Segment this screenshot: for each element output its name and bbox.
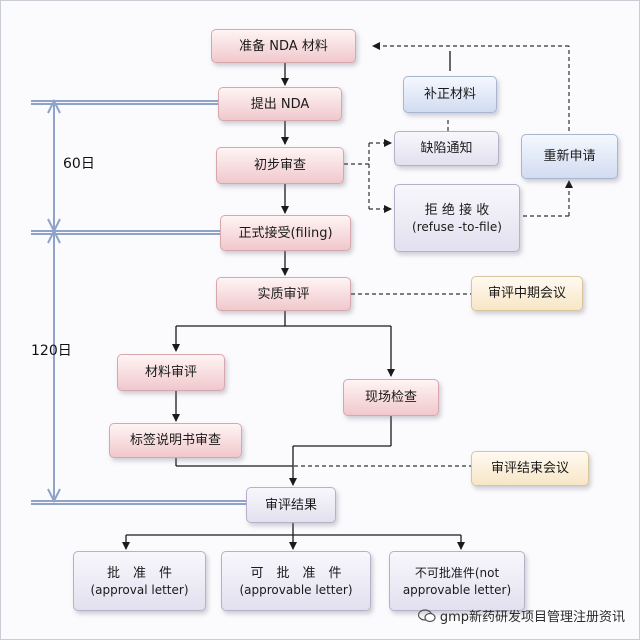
phase-120-days-label: 120日 <box>31 343 72 359</box>
material-review-node: 材料审评 <box>117 354 225 391</box>
site-inspection-node: 现场检查 <box>343 379 439 416</box>
supplement-materials-node: 补正材料 <box>403 76 497 113</box>
watermark-text: gmp新药研发项目管理注册资讯 <box>439 610 625 625</box>
approvable-letter-node: 可 批 准 件 (approvable letter) <box>221 551 371 611</box>
refuse-to-file-title: 拒 绝 接 收 <box>424 203 490 218</box>
formal-acceptance-node: 正式接受(filing) <box>220 215 351 251</box>
approval-letter-node: 批 准 件 (approval letter) <box>73 551 206 611</box>
wechat-icon <box>417 608 436 623</box>
deficiency-notice-node: 缺陷通知 <box>394 131 499 166</box>
substantive-review-node: 实质审评 <box>216 277 351 311</box>
refuse-to-file-node: 拒 绝 接 收 (refuse -to-file) <box>394 184 520 252</box>
label-review-node: 标签说明书审查 <box>109 423 242 458</box>
not-approvable-english: approvable letter) <box>402 583 512 597</box>
submit-nda-node: 提出 NDA <box>218 87 342 121</box>
end-review-meeting-node: 审评结束会议 <box>471 451 589 486</box>
review-result-node: 审评结果 <box>246 487 336 523</box>
approvable-letter-english: (approvable letter) <box>239 583 353 597</box>
phase-60-days-label: 60日 <box>63 156 95 172</box>
reapply-label: 重新申请 <box>543 149 596 164</box>
not-approvable-letter-node: 不可批准件(not approvable letter) <box>389 551 525 611</box>
watermark: gmp新药研发项目管理注册资讯 <box>417 606 625 625</box>
approvable-letter-title: 可 批 准 件 <box>250 566 342 581</box>
timeline <box>31 98 246 505</box>
approval-letter-english: (approval letter) <box>90 583 189 597</box>
prepare-nda-materials-node: 准备 NDA 材料 <box>211 29 356 63</box>
refuse-to-file-english: (refuse -to-file) <box>412 220 502 234</box>
reapply-node: 重新申请 <box>521 134 618 179</box>
not-approvable-title: 不可批准件(not <box>414 566 500 580</box>
approval-letter-title: 批 准 件 <box>106 566 172 581</box>
mid-review-meeting-node: 审评中期会议 <box>471 276 583 311</box>
initial-review-node: 初步审查 <box>216 147 344 184</box>
